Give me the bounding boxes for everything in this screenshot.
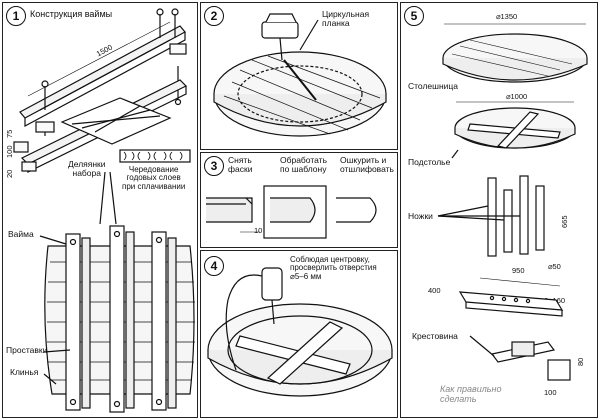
dim-1350: ⌀1350 — [496, 12, 518, 21]
label-tabletop: Столешница — [408, 81, 459, 91]
label-circle-plank: Циркульная планка — [322, 9, 370, 28]
label-crosspiece: Крестовина — [412, 331, 458, 341]
label-legs: Ножки — [408, 211, 433, 221]
panel-5-number: 5 — [404, 6, 424, 26]
dim-80: 80 — [576, 357, 585, 366]
panel-3-number: 3 — [204, 156, 224, 176]
label-planks: Деляянки набора — [68, 159, 106, 178]
label-wedges: Клинья — [10, 367, 39, 377]
label-undertable: Подстолье — [408, 157, 451, 167]
dim-1000: ⌀1000 — [506, 92, 528, 101]
panel-1-frame-construction — [2, 2, 198, 418]
step-template: Обработать по шаблону — [280, 155, 328, 174]
label-vaima: Вайма — [8, 229, 34, 239]
dim-400: 400 — [428, 286, 441, 295]
label-spacers: Проставки — [6, 345, 48, 355]
panel-2-number: 2 — [204, 6, 224, 26]
step-chamfer: Снять фаски — [228, 155, 253, 174]
dim-100-bottom: 100 — [544, 388, 557, 397]
panel-5-frame-assembly — [400, 2, 598, 418]
dim-diam-50: ⌀50 — [548, 262, 561, 271]
dim-6x160: 6×160 — [544, 296, 566, 305]
label-drill-instruction: Соблюдая центровку, просверлить отверсти… — [290, 255, 377, 281]
label-grain: Чередование годовых слоев при сплачивани… — [122, 165, 186, 191]
dim-100: 100 — [5, 145, 14, 158]
panel-1-number: 1 — [6, 6, 26, 26]
dim-950: 950 — [512, 266, 525, 275]
panel-1-title: Конструкция ваймы — [30, 9, 113, 19]
watermark: Как правильно сделать — [440, 384, 502, 404]
step-sand: Ошкурить и отшлифовать — [340, 155, 394, 174]
dim-20: 20 — [5, 169, 14, 178]
dim-665: 665 — [560, 215, 569, 228]
panel-4-number: 4 — [204, 256, 224, 276]
dim-10: 10 — [254, 226, 263, 235]
dim-75: 75 — [5, 129, 14, 138]
